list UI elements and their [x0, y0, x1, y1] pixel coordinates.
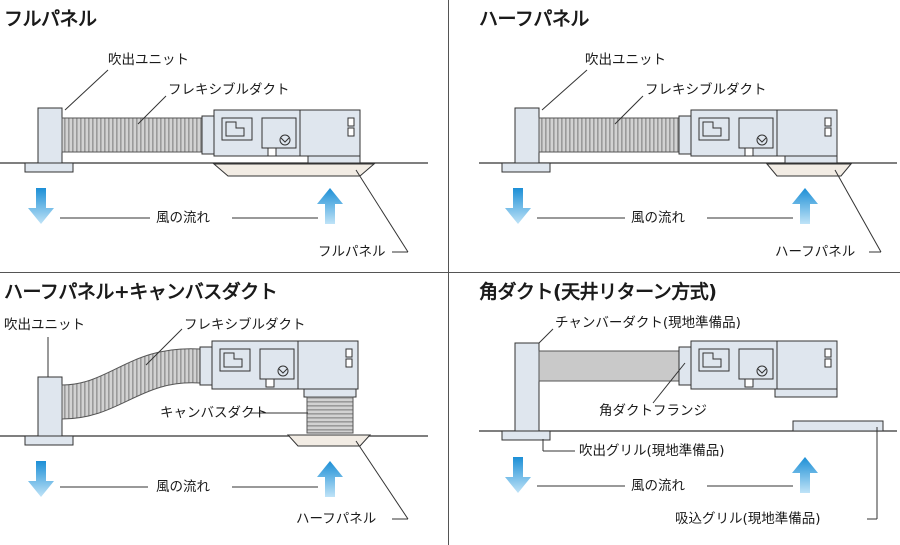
- label-full-panel: フルパネル: [318, 244, 386, 260]
- flexible-duct: [538, 117, 680, 153]
- panel-title: フルパネル: [4, 8, 97, 30]
- arrow-down: [505, 457, 531, 493]
- indoor-unit: [211, 340, 359, 390]
- duct-collar: [199, 346, 213, 386]
- label-outlet-grille: 吹出グリル(現地準備品): [579, 443, 725, 459]
- indoor-unit: [690, 340, 838, 390]
- arrow-down: [28, 188, 54, 224]
- half-panel-plate: [286, 434, 372, 447]
- duct-collar: [678, 115, 692, 155]
- label-air-flow: 風の流れ: [156, 479, 210, 495]
- panel-half-panel: ハーフパネル 吹出ユニット フレキシブルダクト 風の流れ ハーフパネル: [449, 0, 900, 272]
- panel-half-panel-canvas-duct: ハーフパネル+キャンバスダクト 吹出ユニット フレキシブルダクト キャンバスダク…: [0, 273, 448, 545]
- horizontal-divider: [0, 272, 900, 273]
- label-air-flow: 風の流れ: [631, 478, 685, 494]
- label-intake-grille: 吸込グリル(現地準備品): [675, 511, 821, 527]
- outlet-unit: [514, 107, 540, 165]
- full-panel-diagram: [0, 69, 428, 253]
- panel-square-duct: 角ダクト(天井リターン方式) チャンバーダクト(現地準備品) 角ダクトフランジ …: [449, 273, 900, 545]
- label-half-panel: ハーフパネル: [296, 511, 377, 527]
- arrow-up: [792, 188, 818, 224]
- indoor-unit: [213, 109, 361, 157]
- label-half-panel: ハーフパネル: [775, 244, 856, 260]
- label-flexible-duct: フレキシブルダクト: [168, 82, 290, 98]
- label-flexible-duct: フレキシブルダクト: [184, 317, 306, 333]
- intake-grille: [792, 420, 884, 432]
- panel-title: ハーフパネル+キャンバスダクト: [4, 281, 278, 303]
- arrow-down: [28, 461, 54, 497]
- canvas-duct: [306, 396, 354, 434]
- chamber-duct-riser: [514, 342, 540, 432]
- label-canvas-duct: キャンバスダクト: [160, 405, 268, 421]
- flexible-duct: [61, 117, 203, 153]
- half-panel-plate: [765, 163, 853, 177]
- label-outlet-unit: 吹出ユニット: [4, 317, 85, 333]
- outlet-grille: [24, 435, 74, 446]
- indoor-unit: [690, 109, 838, 157]
- outlet-unit: [37, 107, 63, 165]
- panel-title: 角ダクト(天井リターン方式): [479, 281, 717, 303]
- square-duct-diagram: [479, 328, 897, 520]
- label-air-flow: 風の流れ: [156, 210, 210, 226]
- arrow-up: [317, 461, 343, 497]
- arrow-up: [792, 457, 818, 493]
- panel-title: ハーフパネル: [479, 8, 589, 30]
- panel-full-panel: フルパネル 吹出ユニット フレキシブルダクト 風の流れ フルパネル: [0, 0, 448, 272]
- outlet-grille: [501, 430, 551, 441]
- duct-collar: [201, 115, 215, 155]
- outlet-grille: [24, 162, 74, 173]
- label-chamber-duct: チャンバーダクト(現地準備品): [555, 315, 741, 331]
- canvas-duct-diagram: [0, 328, 428, 520]
- outlet-unit: [37, 376, 63, 438]
- label-flexible-duct: フレキシブルダクト: [645, 82, 767, 98]
- square-duct-flange: [678, 346, 692, 386]
- arrow-down: [505, 188, 531, 224]
- label-air-flow: 風の流れ: [631, 210, 685, 226]
- chamber-duct: [538, 350, 680, 382]
- label-square-duct-flange: 角ダクトフランジ: [599, 403, 707, 419]
- half-panel-diagram: [479, 69, 897, 253]
- label-outlet-unit: 吹出ユニット: [585, 52, 666, 68]
- outlet-grille: [501, 162, 551, 173]
- label-outlet-unit: 吹出ユニット: [108, 52, 189, 68]
- arrow-up: [317, 188, 343, 224]
- full-panel-plate: [212, 163, 376, 177]
